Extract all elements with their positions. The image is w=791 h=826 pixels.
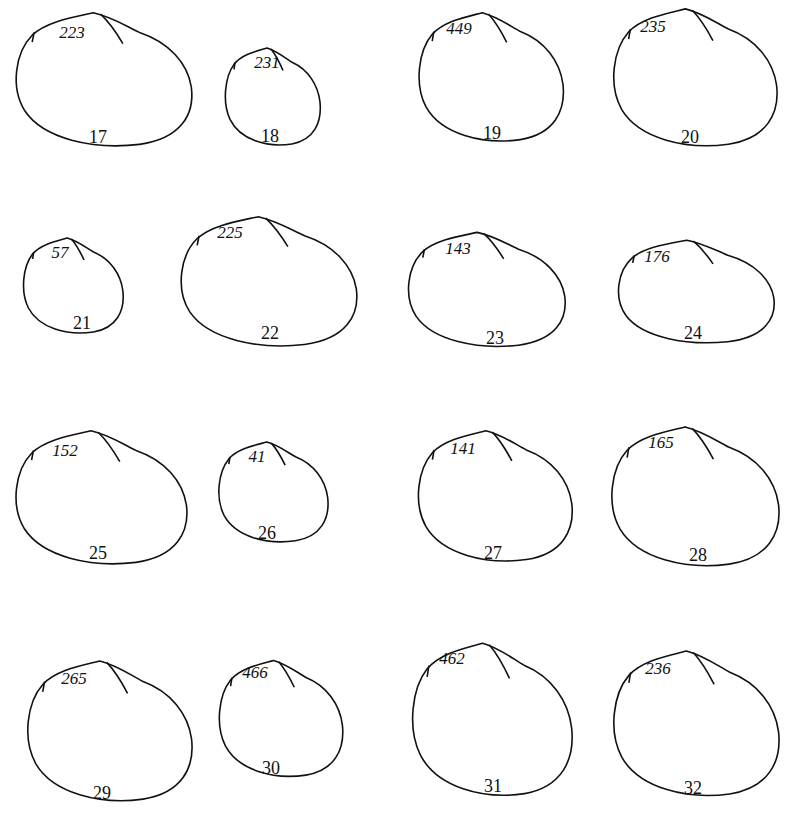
shell-outline: 265 29 <box>22 658 195 805</box>
shell-outline: 223 17 <box>10 10 195 150</box>
figure-number: 20 <box>681 128 699 146</box>
shell-outline: 41 26 <box>215 440 330 545</box>
shell-outline: 449 19 <box>414 10 566 145</box>
shell-drawing <box>215 658 345 780</box>
specimen-number: 143 <box>445 240 471 257</box>
shell-outline: 152 25 <box>10 428 190 568</box>
figure-number: 18 <box>261 127 279 145</box>
figure-number: 21 <box>73 314 91 332</box>
specimen-number: 152 <box>52 442 78 459</box>
specimen-number: 225 <box>217 224 243 241</box>
shell-outline: 165 28 <box>606 424 782 570</box>
shell-outline: 143 23 <box>403 230 568 350</box>
specimen-number: 466 <box>242 664 268 681</box>
specimen-number: 57 <box>52 244 69 261</box>
shell-drawing <box>403 230 568 350</box>
figure-number: 30 <box>262 759 280 777</box>
shell-outline: 466 30 <box>215 658 345 780</box>
shell-outline: 57 21 <box>20 236 125 336</box>
shell-drawing <box>22 658 195 805</box>
figure-number: 23 <box>486 329 504 347</box>
figure-number: 19 <box>483 124 501 142</box>
figure-number: 28 <box>689 546 707 564</box>
shell-outline: 235 20 <box>608 6 780 150</box>
figure-number: 25 <box>89 544 107 562</box>
specimen-number: 462 <box>439 650 465 667</box>
figure-number: 32 <box>684 779 702 797</box>
specimen-number: 165 <box>648 434 674 451</box>
figure-number: 31 <box>484 777 502 795</box>
specimen-number: 41 <box>249 448 266 465</box>
specimen-number: 223 <box>59 24 85 41</box>
shell-outline: 231 18 <box>222 46 322 148</box>
shell-outline: 236 32 <box>608 648 782 800</box>
specimen-number: 235 <box>640 18 666 35</box>
specimen-number: 236 <box>645 660 671 677</box>
figure-number: 27 <box>484 544 502 562</box>
shell-outline: 176 24 <box>613 238 777 346</box>
figure-number: 26 <box>258 524 276 542</box>
figure-number: 24 <box>684 324 702 342</box>
shell-drawing <box>608 648 782 800</box>
specimen-number: 449 <box>446 20 472 37</box>
figure-number: 29 <box>93 784 111 802</box>
shell-outline: 462 31 <box>407 640 575 800</box>
figure-number: 22 <box>261 324 279 342</box>
specimen-number: 141 <box>450 440 476 457</box>
shell-drawing <box>20 236 125 336</box>
shell-outline: 141 27 <box>413 428 575 565</box>
shell-drawing <box>407 640 575 800</box>
specimen-number: 231 <box>254 54 280 71</box>
figure-number: 17 <box>89 128 107 146</box>
specimen-number: 176 <box>644 248 670 265</box>
specimen-number: 265 <box>61 670 87 687</box>
shell-outline: 225 22 <box>175 214 360 350</box>
